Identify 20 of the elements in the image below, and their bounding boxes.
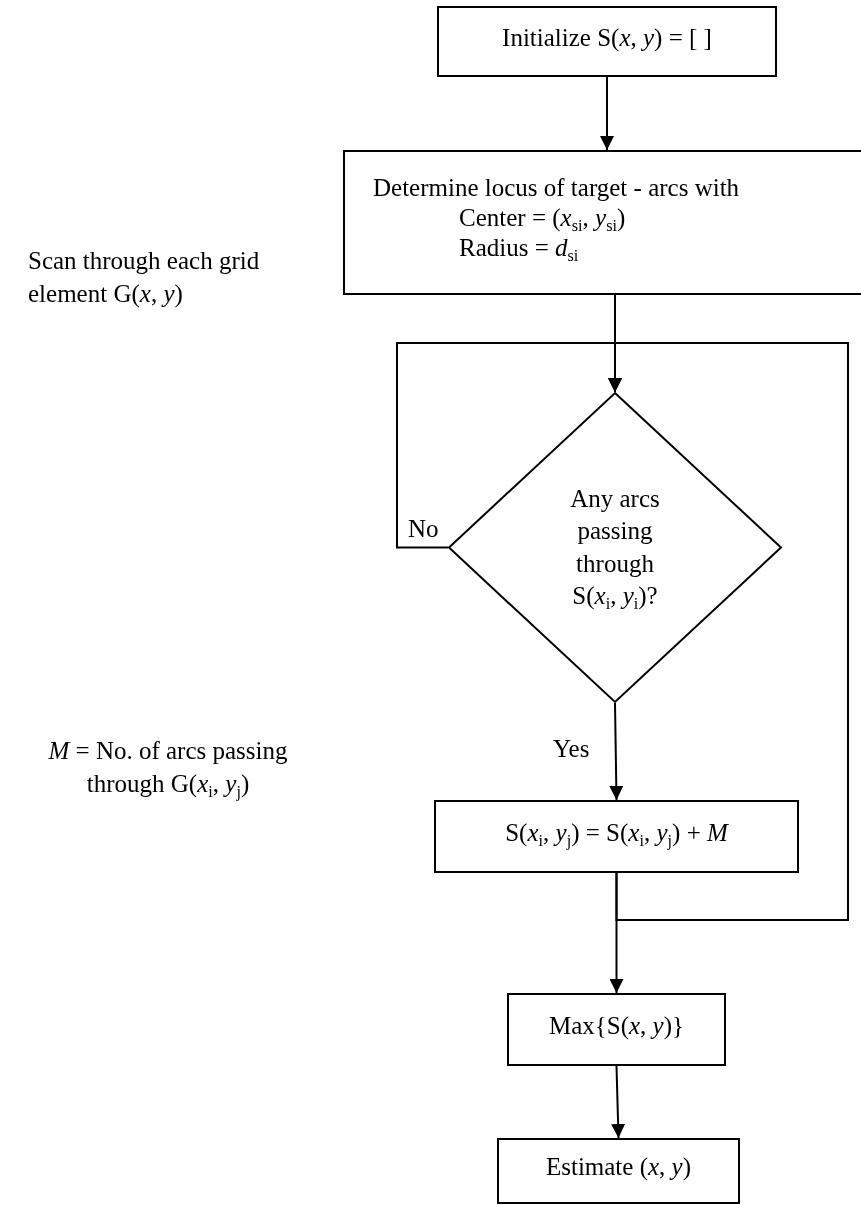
- annotation-text: M = No. of arcs passing through G(x$_{i}$, y$_{j}$): [47, 736, 289, 800]
- process-text: S(x$_{i}$, y$_{j}$) = S(x$_{i}$, y$_{j}$) + M: [505, 817, 728, 848]
- arrow: [609, 702, 624, 801]
- process-box: [497, 1138, 740, 1204]
- process-text: Estimate (x, y): [545, 1152, 692, 1182]
- process-text: Initialize S(x, y) = [ ]: [502, 22, 712, 53]
- process-text: Center = (x$_{si}$, y$_{si}$): [459, 202, 626, 233]
- process-box: [437, 6, 777, 77]
- arrow: [609, 872, 624, 994]
- annotation-text: Scan through each grid element G(x, y): [28, 246, 261, 310]
- arrow: [600, 76, 614, 151]
- process-text: Max{S(x, y)}: [548, 1010, 685, 1041]
- process-box: [343, 150, 861, 295]
- process-text: Radius = d$_{si}$: [459, 232, 579, 263]
- arrow: [608, 342, 849, 921]
- process-box: [507, 993, 726, 1066]
- process-text: Determine locus of target - arcs with: [373, 172, 740, 203]
- arrow: [611, 1065, 626, 1139]
- decision-text: Any arcs passing through S(x$_{i}$, y$_{i}$)?: [569, 483, 661, 613]
- process-box: [434, 800, 799, 873]
